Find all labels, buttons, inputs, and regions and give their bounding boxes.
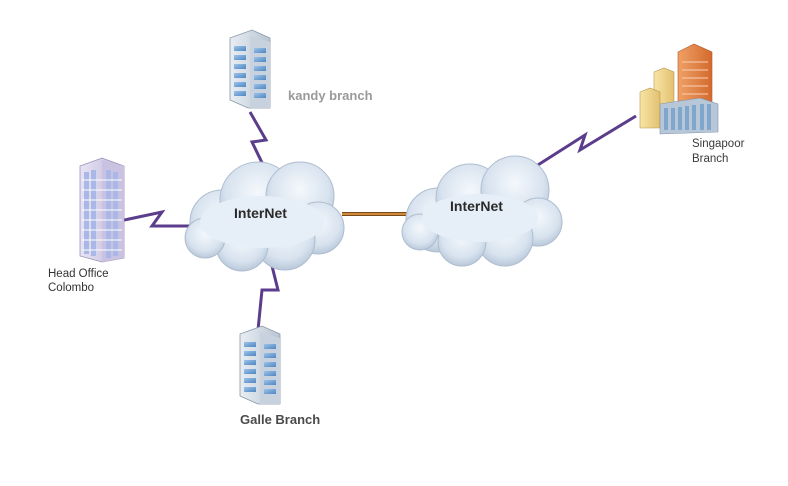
wireless-link-kandy — [248, 111, 270, 176]
internet-cloud-label-1: InterNet — [234, 205, 287, 221]
cloud-icon — [184, 161, 345, 272]
head-office-label-line1: Head Office — [48, 268, 109, 280]
galle-branch-label: Galle Branch — [240, 412, 321, 427]
singapore-branch-label-line2: Branch — [692, 153, 729, 165]
singapore-branch-label-line1: Singapoor — [692, 138, 745, 150]
wireless-link-galle — [256, 257, 280, 331]
cloud-icon — [401, 155, 563, 267]
wireless-link-head-office — [114, 209, 210, 228]
wireless-link-singapore — [529, 114, 637, 172]
city-buildings-icon — [639, 43, 719, 135]
internet-cloud-label-2: InterNet — [450, 198, 503, 214]
office-tower-icon — [229, 29, 271, 109]
kandy-branch-label: kandy branch — [288, 88, 373, 103]
head-office-label-line2: Colombo — [48, 282, 95, 294]
office-tower-icon — [79, 157, 125, 263]
office-tower-icon — [239, 325, 281, 405]
